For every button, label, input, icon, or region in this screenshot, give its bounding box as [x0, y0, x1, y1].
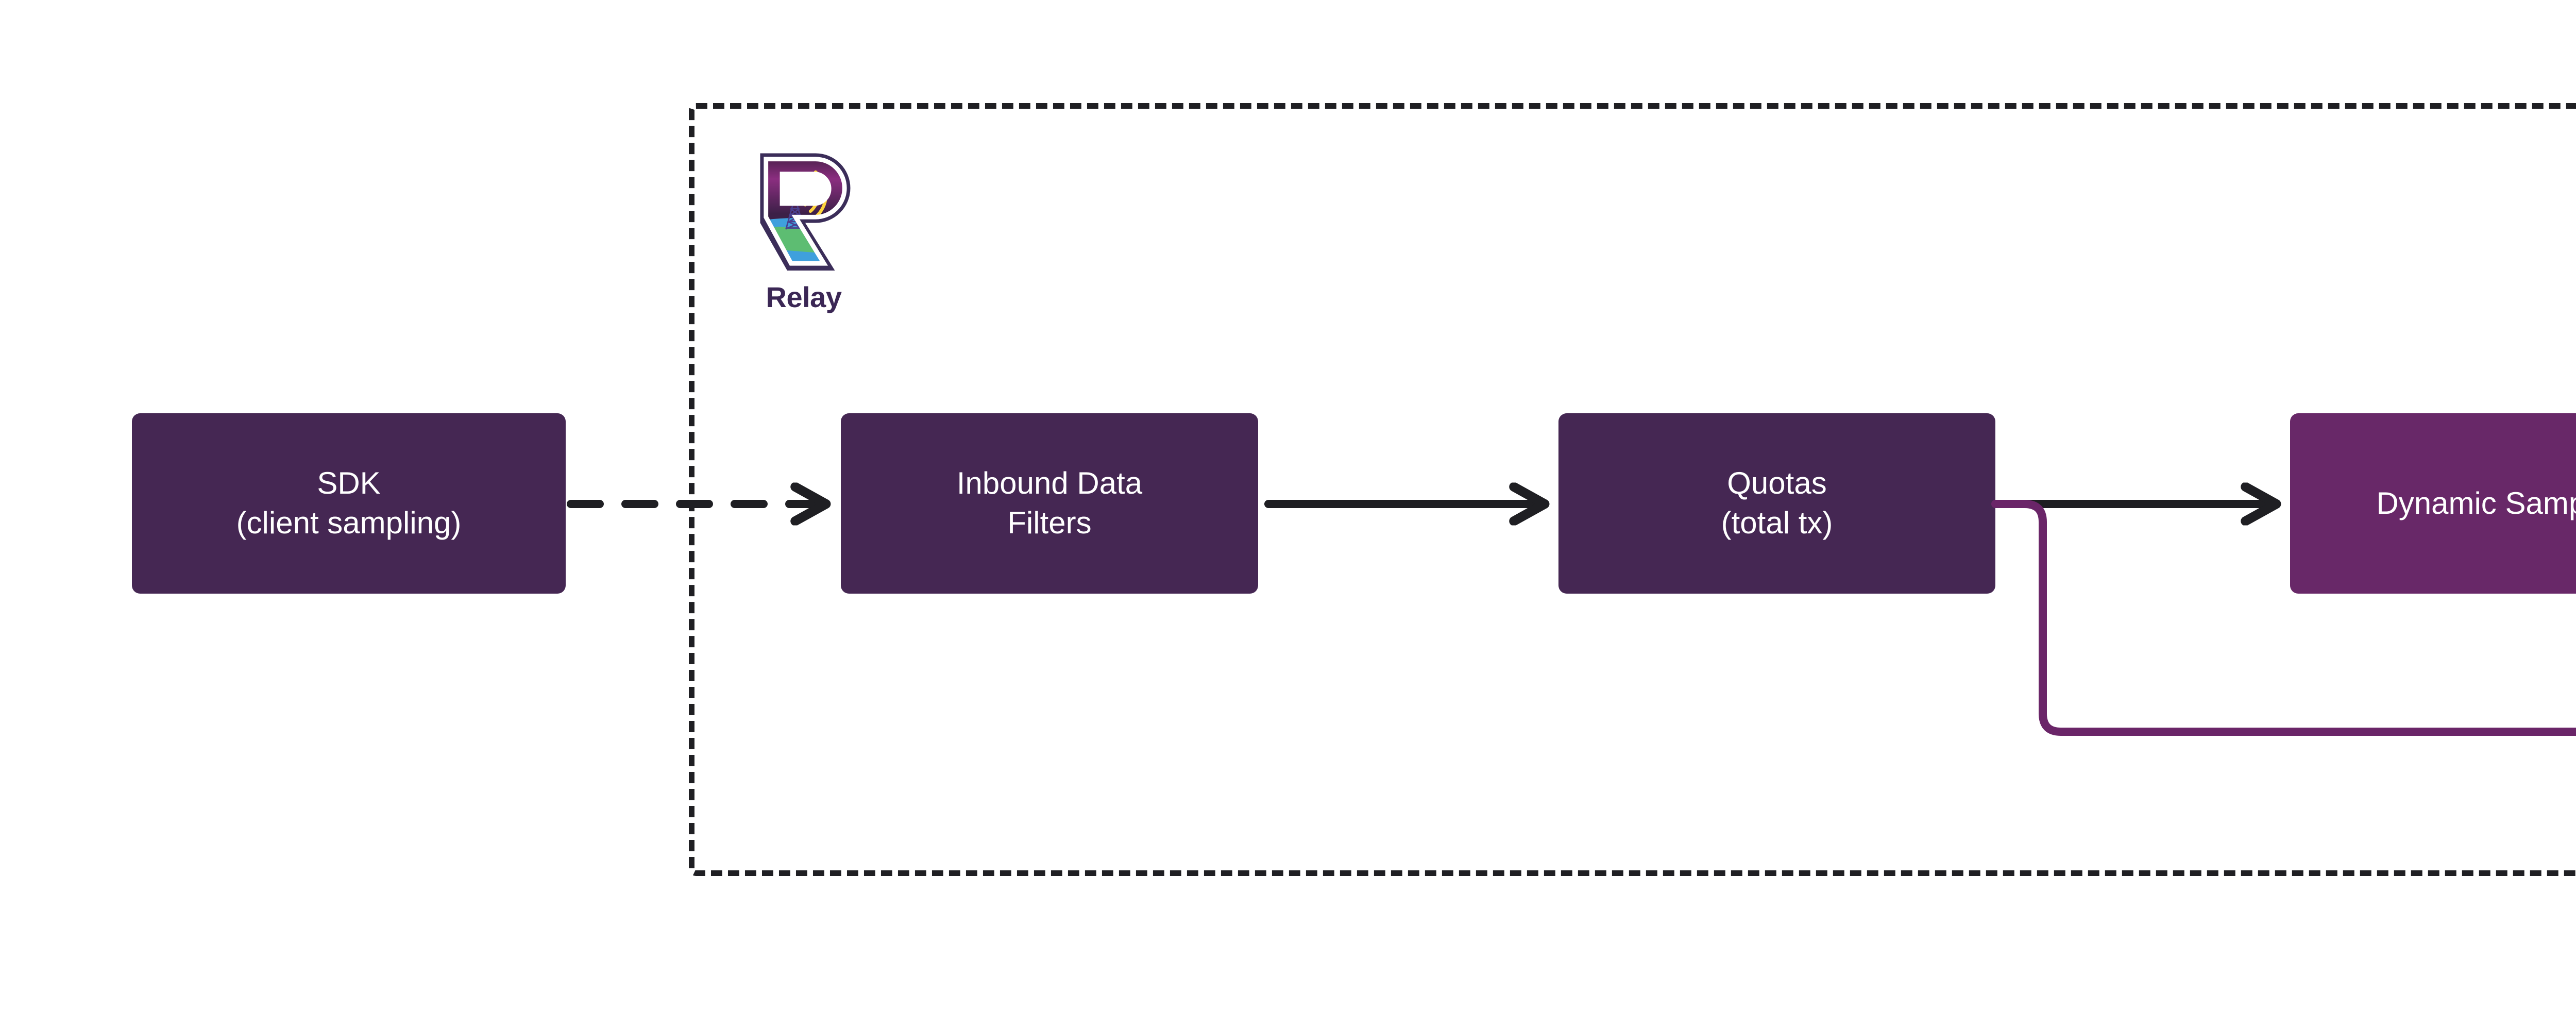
node-quotas[interactable]: Quotas (total tx) — [1558, 413, 1995, 594]
relay-radio-tower-r-logo-icon — [754, 147, 854, 276]
node-inbound-data-filters-line2: Filters — [1007, 506, 1092, 540]
node-dynamic-sampling[interactable]: Dynamic Sampling — [2290, 413, 2576, 594]
node-quotas-line2: (total tx) — [1721, 506, 1833, 540]
node-quotas-line1: Quotas — [1727, 466, 1827, 501]
node-inbound-data-filters-line1: Inbound Data — [956, 466, 1143, 501]
node-sdk-line1: SDK — [317, 466, 381, 501]
metrics-path-label: Total Transactions (aka metrics) — [2555, 659, 2576, 682]
relay-boundary — [689, 103, 2576, 876]
relay-label: Relay — [766, 281, 842, 313]
node-sdk[interactable]: SDK (client sampling) — [132, 413, 566, 594]
relay-brand: Relay — [737, 147, 871, 312]
node-dynamic-sampling-line1: Dynamic Sampling — [2376, 485, 2576, 520]
node-inbound-data-filters[interactable]: Inbound Data Filters — [841, 413, 1258, 594]
node-sdk-line2: (client sampling) — [236, 506, 462, 540]
